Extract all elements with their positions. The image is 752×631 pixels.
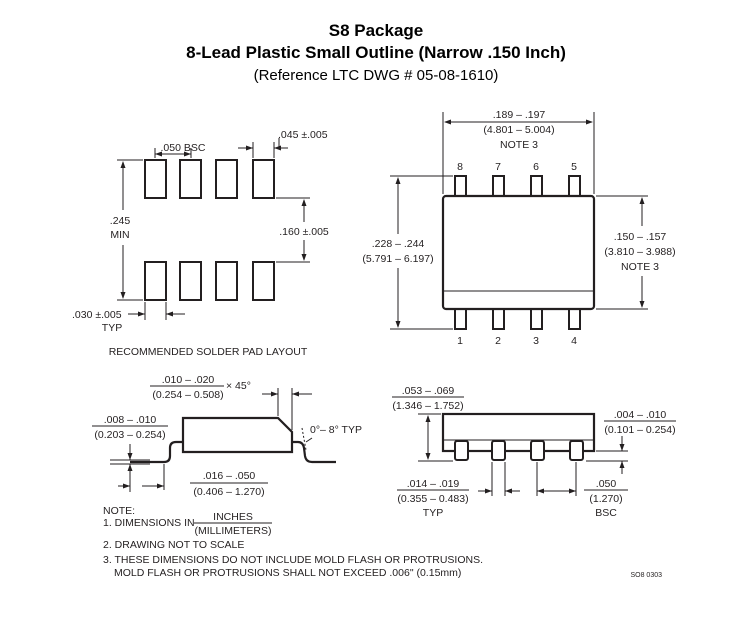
body-length-inches: .189 – .197	[493, 109, 546, 121]
reference-drawing: (Reference LTC DWG # 05-08-1610)	[254, 67, 499, 84]
pad-width-label: .045 ±.005	[278, 129, 328, 141]
lead-thickness-mm: (0.203 – 0.254)	[94, 429, 165, 441]
left-lead	[130, 440, 183, 464]
height-mm: (1.346 – 1.752)	[392, 400, 463, 412]
foot-length-mm: (0.406 – 1.270)	[193, 486, 264, 498]
note-1-prefix: 1. DIMENSIONS IN	[103, 517, 195, 529]
lead-pin	[568, 175, 581, 197]
pin-number: 5	[571, 161, 577, 173]
note-3-line-2: MOLD FLASH OR PROTRUSIONS SHALL NOT EXCE…	[114, 567, 461, 579]
front-lead	[530, 440, 545, 461]
pad-layout-caption: RECOMMENDED SOLDER PAD LAYOUT	[109, 346, 308, 358]
total-width-inches: .228 – .244	[372, 238, 425, 250]
note-2: 2. DRAWING NOT TO SCALE	[103, 539, 244, 551]
top-view: 8 7 6 5 1 2 3 4 .189 – .197 (4.801 – 5.0…	[362, 109, 675, 347]
standoff-inches: .004 – .010	[614, 409, 667, 421]
solder-pad-layout: .050 BSC .045 ±.005 .245 MIN .160 ±.005	[72, 129, 329, 358]
lead-pin	[492, 308, 505, 330]
solder-pad	[215, 159, 238, 199]
pin-number: 8	[457, 161, 463, 173]
pad-pitch-label: .050 BSC	[161, 142, 206, 154]
lead-width-inches: .014 – .019	[407, 478, 460, 490]
notes: NOTE: 1. DIMENSIONS IN INCHES (MILLIMETE…	[103, 505, 483, 579]
chamfer-mm: (0.254 – 0.508)	[152, 389, 223, 401]
solder-pad	[179, 159, 202, 199]
lead-pin	[454, 175, 467, 197]
lead-angle: 0°– 8° TYP	[310, 424, 362, 436]
foot-length-inches: .016 – .050	[203, 470, 256, 482]
lead-pin	[492, 175, 505, 197]
solder-pad	[215, 261, 238, 301]
lead-pin	[454, 308, 467, 330]
solder-pad	[179, 261, 202, 301]
package-subtitle: 8-Lead Plastic Small Outline (Narrow .15…	[186, 43, 566, 62]
lead-pin	[530, 175, 543, 197]
pin-number: 6	[533, 161, 539, 173]
body-width-inches: .150 – .157	[614, 231, 667, 243]
total-width-mm: (5.791 – 6.197)	[362, 253, 433, 265]
lead-width-mm: (0.355 – 0.483)	[397, 493, 468, 505]
lead-thickness-inches: .008 – .010	[104, 414, 157, 426]
body-width-mm: (3.810 – 3.988)	[604, 246, 675, 258]
pin-number: 7	[495, 161, 501, 173]
pad-span-unit: MIN	[110, 229, 129, 241]
side-view: .010 – .020 (0.254 – 0.508) × 45° .008 –…	[92, 374, 362, 498]
right-lead	[292, 440, 336, 464]
chamfer-inches: .010 – .020	[162, 374, 215, 386]
pad-gap-label: .160 ±.005	[279, 226, 329, 238]
note-3-line-1: 3. THESE DIMENSIONS DO NOT INCLUDE MOLD …	[103, 554, 483, 566]
solder-pad	[252, 261, 275, 301]
note-1-numerator: INCHES	[213, 511, 253, 523]
pad-typ-width-unit: TYP	[102, 322, 122, 334]
chamfer-angle: × 45°	[226, 380, 251, 392]
pin-number: 3	[533, 335, 539, 347]
front-lead	[569, 440, 584, 461]
lead-pin	[530, 308, 543, 330]
pitch-unit: BSC	[595, 507, 617, 519]
package-title: S8 Package	[329, 21, 424, 40]
drawing-code: SO8 0303	[630, 572, 662, 579]
pin-number: 1	[457, 335, 463, 347]
pad-typ-width-value: .030 ±.005	[72, 309, 122, 321]
solder-pad	[144, 261, 167, 301]
pad-span-value: .245	[110, 215, 131, 227]
note-1-denominator: (MILLIMETERS)	[194, 525, 271, 537]
height-inches: .053 – .069	[402, 385, 455, 397]
pitch-mm: (1.270)	[589, 493, 622, 505]
front-view: .053 – .069 (1.346 – 1.752) .004 – .010 …	[392, 385, 676, 519]
solder-pad	[252, 159, 275, 199]
pitch-inches: .050	[596, 478, 617, 490]
lead-pin	[568, 308, 581, 330]
front-lead	[491, 440, 506, 461]
pin-number: 2	[495, 335, 501, 347]
body-length-note: NOTE 3	[500, 139, 538, 151]
body-length-mm: (4.801 – 5.004)	[483, 124, 554, 136]
front-lead	[454, 440, 469, 461]
body-width-note: NOTE 3	[621, 261, 659, 273]
notes-heading: NOTE:	[103, 505, 135, 517]
standoff-mm: (0.101 – 0.254)	[604, 424, 675, 436]
pin-number: 4	[571, 335, 577, 347]
solder-pad	[144, 159, 167, 199]
side-body	[181, 416, 294, 454]
package-body	[441, 194, 596, 311]
lead-width-unit: TYP	[423, 507, 443, 519]
